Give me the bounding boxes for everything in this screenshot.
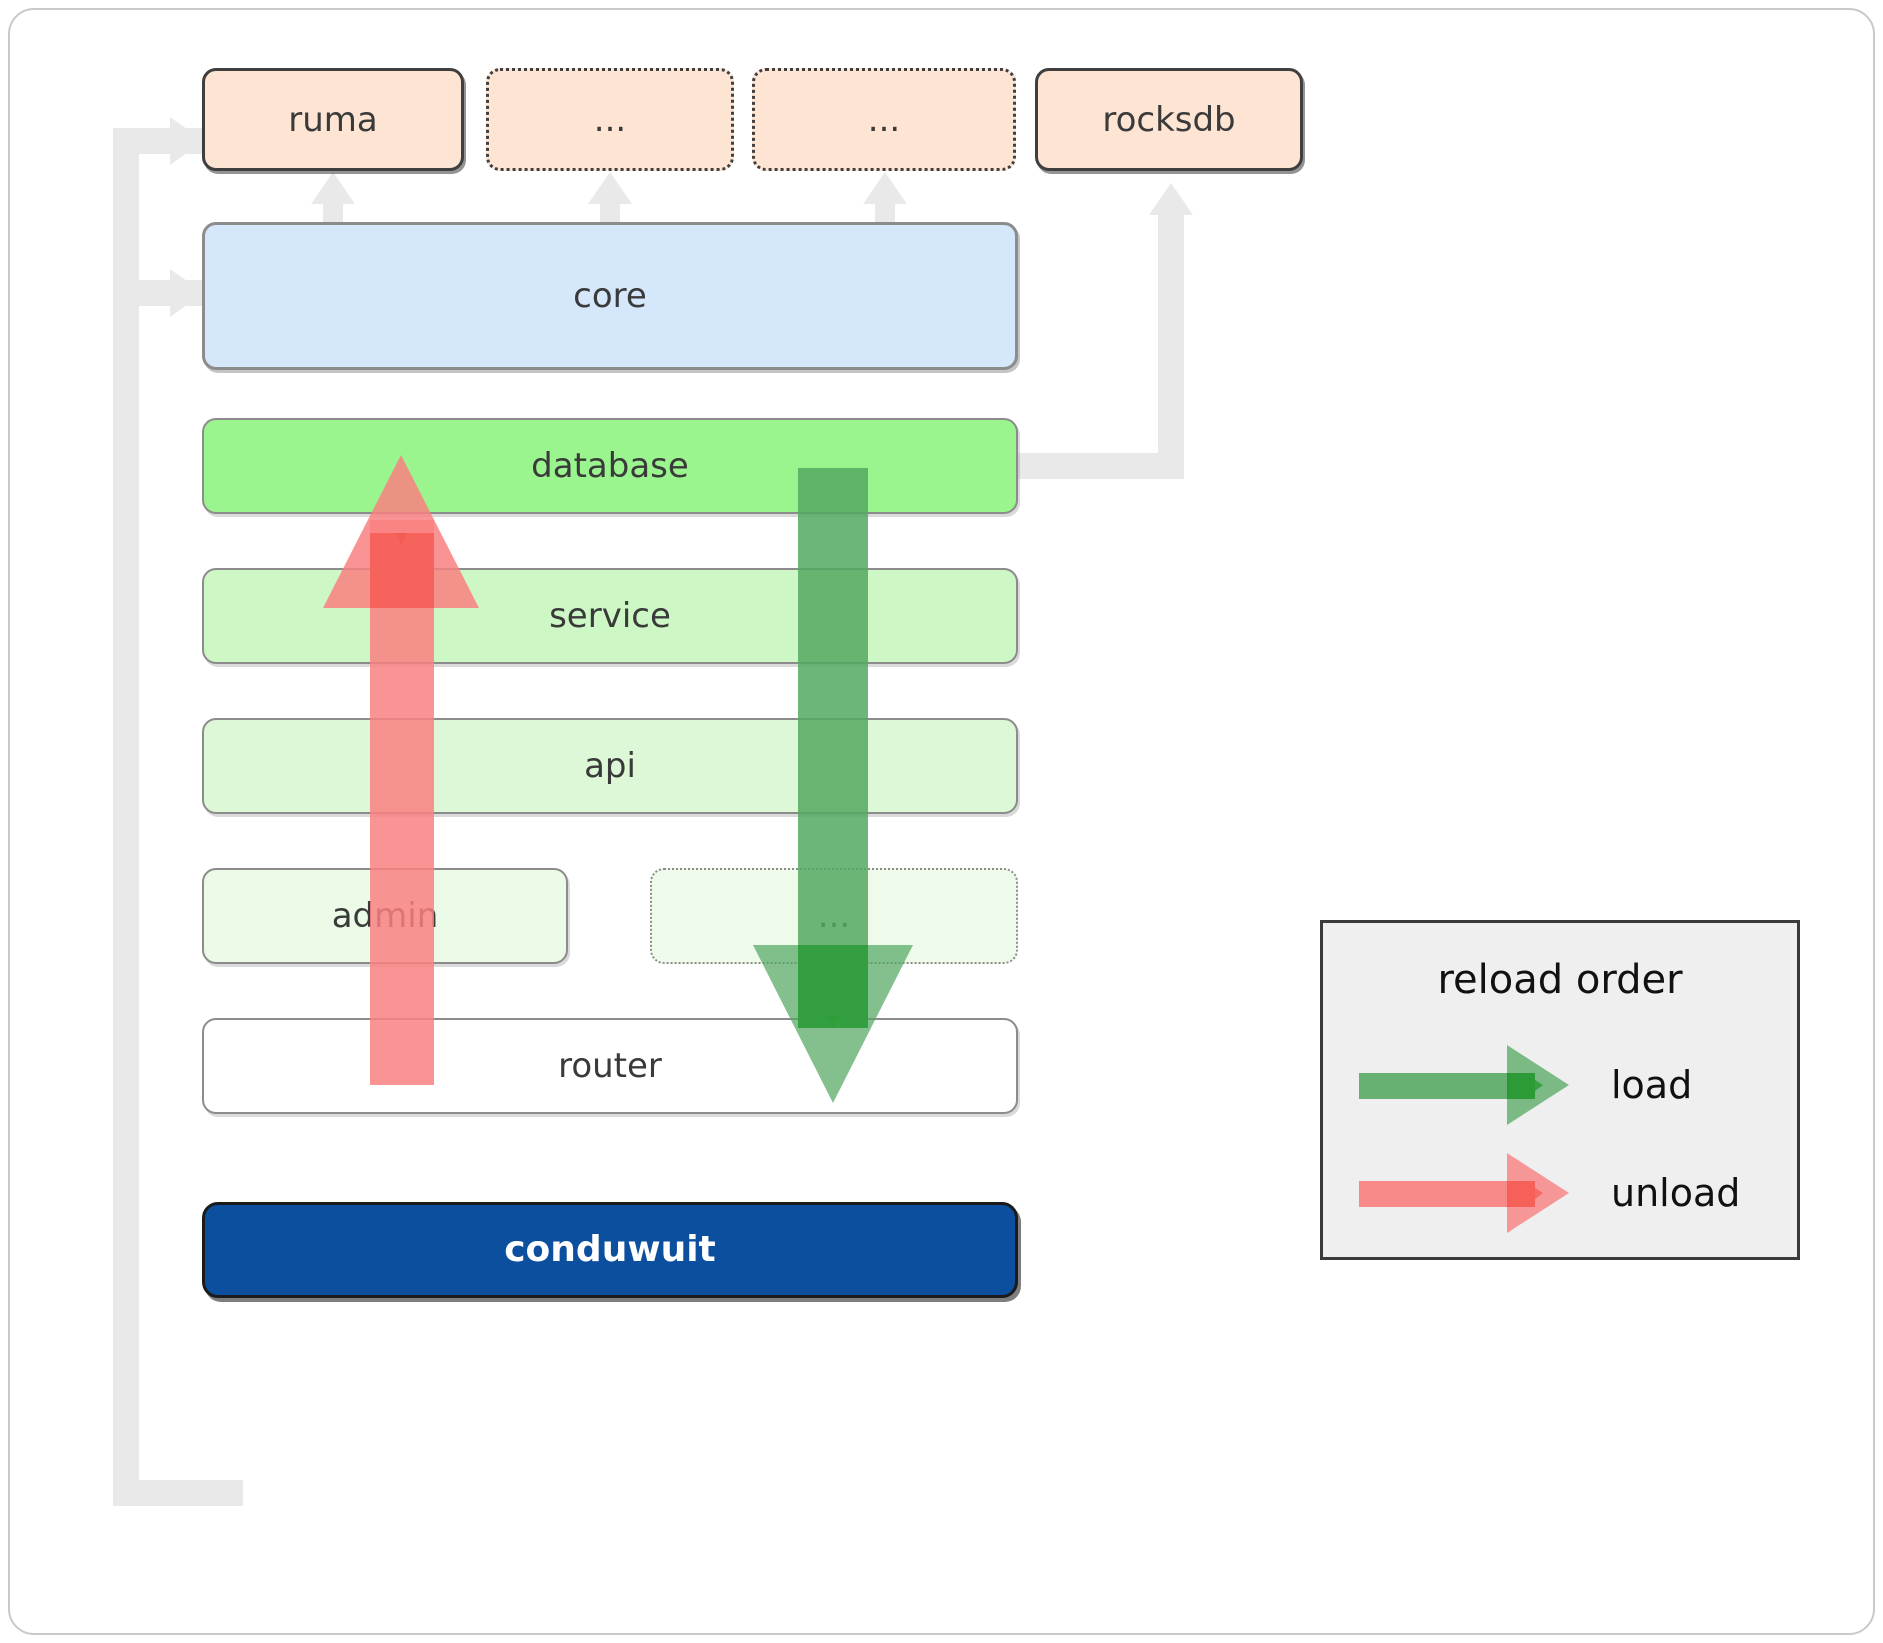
connector-core-to-dots2-stem: [875, 200, 895, 224]
connector-arrowhead-rocksdb: [1149, 183, 1193, 215]
node-label: conduwuit: [504, 1229, 716, 1270]
connector-arrowhead-core-to-dots1: [588, 172, 632, 204]
legend-unload-label: unload: [1611, 1171, 1741, 1215]
node-label: ...: [817, 896, 851, 936]
legend-load-label: load: [1611, 1063, 1693, 1107]
connector-arrowhead-ruma: [170, 117, 204, 165]
node-label: ruma: [288, 99, 378, 140]
node-layer-database[interactable]: database: [202, 418, 1018, 514]
node-label: core: [573, 276, 647, 316]
node-root-conduwuit[interactable]: conduwuit: [202, 1202, 1018, 1298]
node-dependency-rocksdb[interactable]: rocksdb: [1035, 68, 1303, 171]
connector-arrowhead-core-to-ruma: [311, 172, 355, 204]
connector-database-to-rocksdb-horizontal: [1018, 453, 1184, 479]
legend-title: reload order: [1437, 957, 1683, 1003]
node-layer-ellipsis[interactable]: ...: [650, 868, 1018, 964]
node-layer-api[interactable]: api: [202, 718, 1018, 814]
node-label: ...: [593, 99, 627, 140]
node-label: router: [558, 1046, 662, 1086]
node-dependency-ellipsis-1[interactable]: ...: [486, 68, 734, 171]
legend-load-arrow-icon: [1359, 1045, 1569, 1125]
node-label: api: [584, 746, 636, 786]
connector-trunk-to-root: [113, 1480, 243, 1506]
node-label: rocksdb: [1102, 99, 1236, 140]
node-layer-admin[interactable]: admin: [202, 868, 568, 964]
node-dependency-ellipsis-2[interactable]: ...: [752, 68, 1016, 171]
connector-database-to-rocksdb-vertical: [1158, 215, 1184, 479]
node-layer-service[interactable]: service: [202, 568, 1018, 664]
connector-trunk-vertical: [113, 128, 139, 1506]
node-layer-router[interactable]: router: [202, 1018, 1018, 1114]
connector-arrowhead-core-to-dots2: [863, 172, 907, 204]
legend-unload-arrow-icon: [1359, 1153, 1569, 1233]
node-label: database: [531, 446, 689, 486]
legend-panel: reload order load unload: [1320, 920, 1800, 1260]
node-label: admin: [331, 896, 439, 936]
node-dependency-ruma[interactable]: ruma: [202, 68, 464, 171]
node-label: service: [549, 596, 671, 636]
node-label: ...: [867, 99, 901, 140]
connector-arrowhead-core: [170, 269, 204, 317]
connector-core-to-ruma-stem: [323, 200, 343, 224]
node-core[interactable]: core: [202, 222, 1018, 370]
connector-core-to-dots1-stem: [600, 200, 620, 224]
